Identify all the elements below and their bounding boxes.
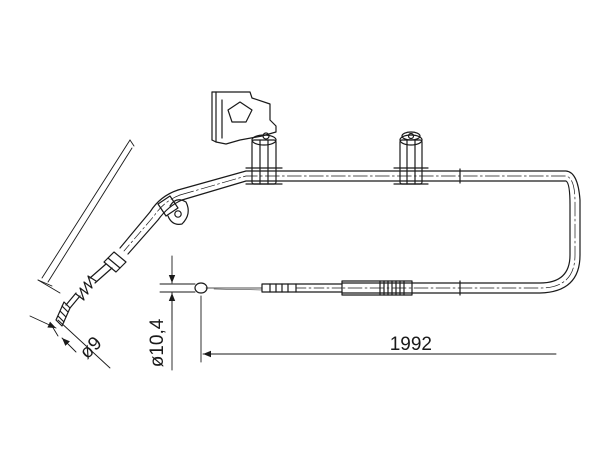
dimension-end-diameter: [29, 315, 111, 369]
left-end-fitting: [55, 251, 127, 327]
cable-diameter-label: ø10,4: [147, 318, 168, 367]
mounting-bracket: [211, 91, 283, 185]
dimension-cable-diameter: [159, 255, 196, 371]
length-label: 1992: [390, 334, 432, 355]
end-diameter-label: ø9: [76, 333, 107, 364]
upper-cable: [177, 168, 581, 296]
lower-cable: [194, 280, 413, 296]
left-casing: [119, 189, 189, 255]
dimension-slanted-length: [37, 139, 135, 294]
dimension-length: [200, 295, 557, 363]
cable-clip: [393, 131, 429, 185]
